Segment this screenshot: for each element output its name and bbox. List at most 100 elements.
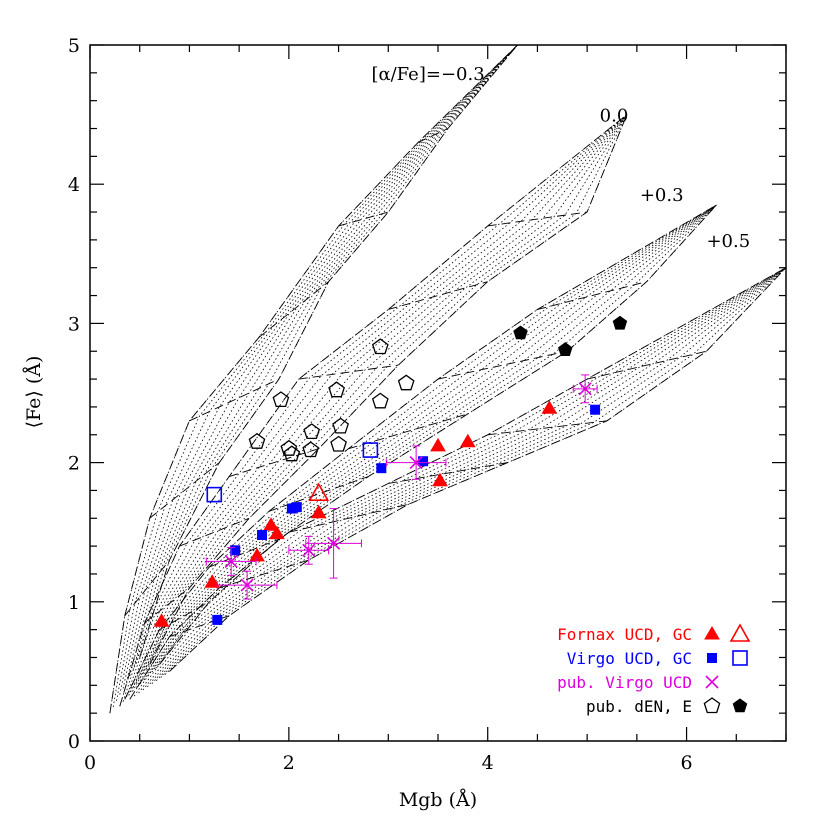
data-point [430, 437, 446, 452]
data-point [371, 338, 389, 355]
model-grid-label: +0.5 [706, 231, 750, 252]
model-iso-line [122, 114, 628, 702]
data-point [558, 342, 573, 356]
model-iso-line [142, 114, 628, 674]
model-age-line [587, 350, 707, 380]
model-age-line [179, 517, 250, 547]
model-iso-line [136, 44, 518, 664]
marker-stroke [578, 382, 592, 396]
model-iso-line [119, 44, 518, 695]
model-iso-line [132, 114, 628, 688]
data-point [578, 382, 592, 396]
data-point [612, 315, 628, 330]
model-grid: +0.5 [129, 231, 787, 700]
model-grids: [α/Fe]=−0.30.0+0.3+0.5 [109, 44, 787, 714]
x-tick-label: 2 [283, 752, 295, 774]
series-virgo-ucd [212, 404, 601, 625]
data-point [248, 432, 266, 449]
model-age-line [258, 281, 329, 338]
legend: Fornax UCD, GC Virgo UCD, GC pub. Virgo UC… [557, 623, 751, 716]
legend-label: Virgo UCD, GC [567, 649, 692, 668]
model-envelope-line [139, 44, 518, 658]
model-iso-line [138, 267, 787, 694]
model-iso-line [132, 204, 717, 692]
model-age-line [487, 420, 608, 436]
model-iso-line [149, 114, 628, 665]
data-point [257, 529, 268, 540]
model-grid: 0.0 [119, 106, 628, 707]
legend-entry: Virgo UCD, GC [567, 649, 748, 668]
data-point [459, 433, 476, 448]
x-axis-label: Mgb (Å) [399, 789, 477, 811]
legend-marker-cross [705, 675, 719, 689]
data-point [590, 404, 601, 415]
legend-label: pub. dEN, E [586, 697, 692, 716]
series-fornax-ucd [153, 400, 558, 627]
y-tick-label: 4 [68, 174, 80, 196]
model-iso-line [116, 44, 518, 701]
data-point [212, 614, 223, 625]
x-tick-label: 6 [681, 752, 693, 774]
model-iso-line [132, 44, 518, 671]
model-age-line [268, 476, 369, 512]
y-tick-label: 0 [68, 731, 80, 753]
y-axis-label: ⟨Fe⟩ (Å) [23, 356, 45, 429]
data-point [280, 439, 298, 456]
legend-marker-open-triangle [729, 623, 751, 642]
model-iso-line [159, 204, 717, 665]
model-iso-line [156, 267, 787, 681]
x-tick-label: 0 [84, 752, 96, 774]
marker-stroke [705, 675, 719, 689]
model-age-line [437, 350, 568, 380]
model-age-line [338, 211, 389, 227]
model-iso-line [129, 44, 518, 677]
marker-stroke [302, 543, 316, 557]
data-point [302, 441, 320, 458]
marker-stroke [327, 536, 341, 550]
model-age-line [149, 462, 220, 519]
marker-stroke [240, 578, 254, 592]
axis-labels: Mgb (Å) ⟨Fe⟩ (Å) [23, 356, 477, 811]
model-iso-line [147, 267, 787, 688]
data-point [204, 574, 221, 588]
model-iso-line [122, 44, 518, 689]
model-age-line [487, 211, 588, 227]
model-age-line [417, 128, 449, 143]
model-iso-line [139, 114, 628, 679]
model-age-line [537, 281, 647, 310]
data-point [153, 613, 170, 627]
model-iso-line [143, 204, 717, 681]
model-age-line [388, 281, 488, 310]
data-point [249, 547, 265, 562]
marker-stroke [224, 554, 238, 568]
data-point [272, 391, 290, 408]
x-tick-label: 4 [482, 752, 494, 774]
model-envelope-line [149, 114, 628, 665]
legend-label: pub. Virgo UCD [557, 673, 692, 692]
model-iso-line [160, 267, 787, 678]
data-point [513, 325, 528, 340]
data-point [418, 456, 429, 467]
model-envelope-line [109, 44, 518, 714]
model-age-line [229, 448, 319, 477]
series-pub-e [513, 315, 628, 356]
data-point [269, 525, 285, 540]
model-iso-line [136, 114, 628, 684]
legend-entry: Fornax UCD, GC [557, 623, 751, 644]
model-iso-line [128, 204, 717, 696]
model-iso-line [139, 204, 717, 685]
data-point [432, 472, 448, 487]
model-iso-line [126, 114, 628, 698]
marker-stroke [409, 456, 423, 470]
data-point [330, 435, 347, 452]
model-iso-line [147, 204, 717, 677]
model-iso-line [109, 44, 518, 714]
data-point [240, 578, 254, 592]
data-point [541, 400, 558, 414]
model-age-line [298, 364, 399, 380]
data-point [376, 463, 387, 474]
model-iso-line [151, 204, 717, 673]
model-iso-line [151, 267, 787, 685]
